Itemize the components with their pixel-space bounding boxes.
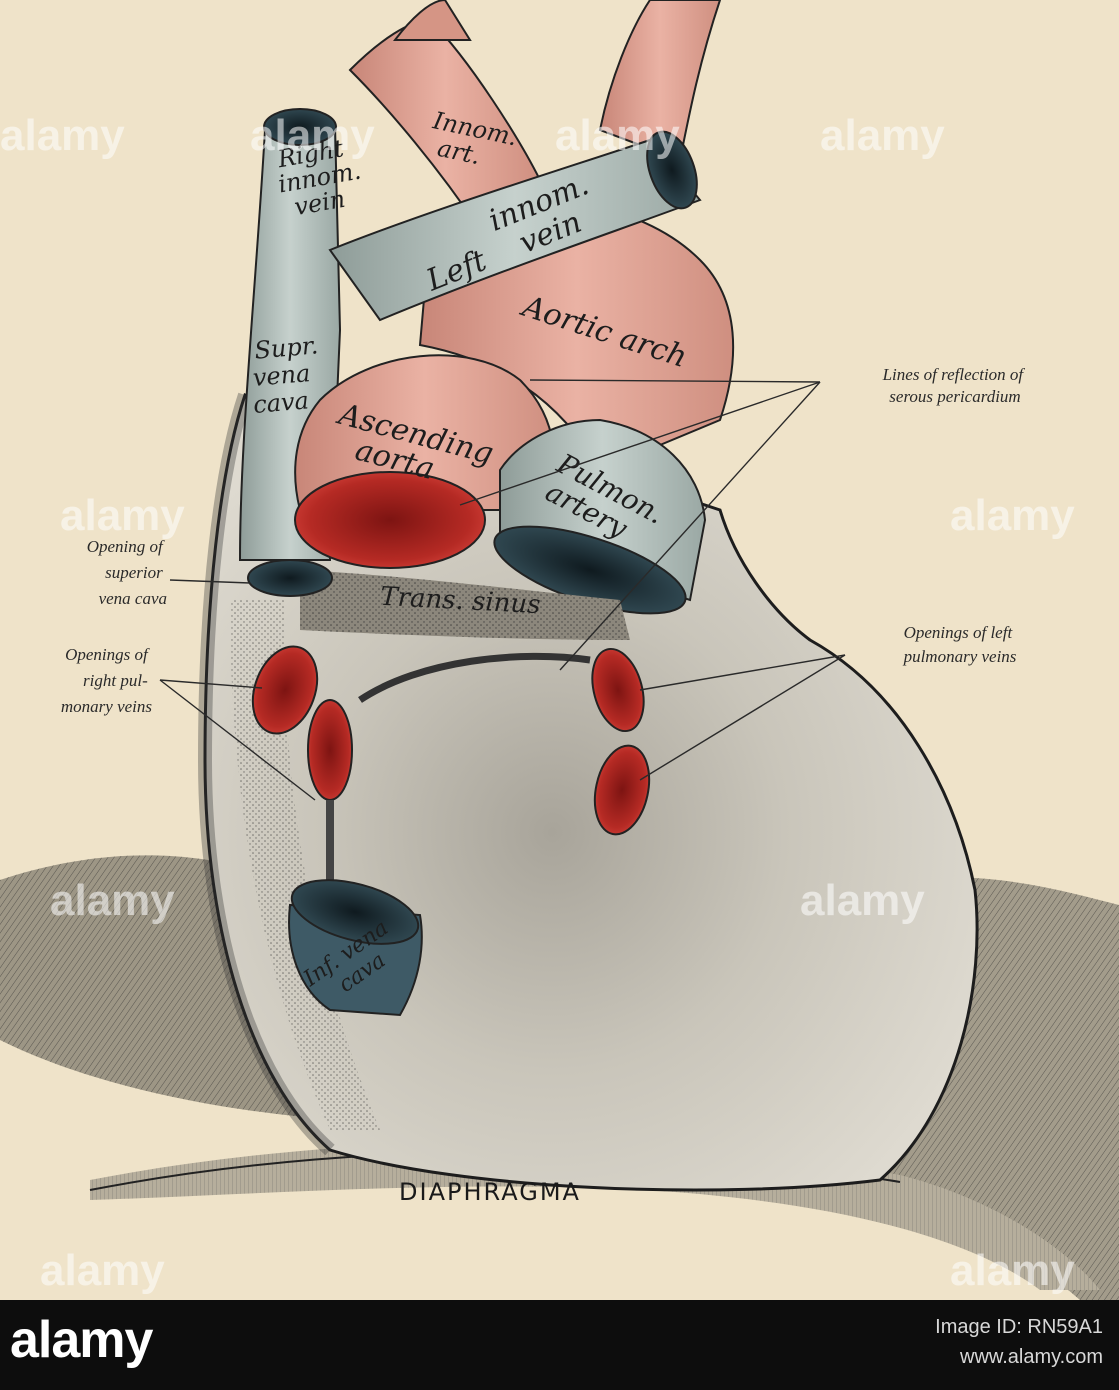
watermark-text: alamy	[950, 491, 1075, 540]
watermark-text: alamy	[0, 111, 125, 160]
label-openings-left-pul: Openings of left pulmonary veins	[903, 623, 1017, 666]
image-id: Image ID: RN59A1	[935, 1316, 1103, 1338]
innominate-artery	[348, 0, 542, 232]
label-diaphragma: DIAPHRAGMA	[399, 1178, 581, 1206]
site-url[interactable]: www.alamy.com	[960, 1346, 1103, 1368]
watermark-text: alamy	[50, 876, 175, 925]
watermark-overlay: alamy alamy alamy alamy alamy alamy alam…	[0, 111, 1075, 1295]
left-innominate-vein	[328, 130, 702, 322]
opening-superior-vena-cava	[247, 559, 333, 597]
watermark-text: alamy	[800, 876, 925, 925]
label-opening-svc: Opening of superior vena cava	[87, 537, 167, 608]
watermark-text: alamy	[555, 111, 680, 160]
watermark-text: alamy	[820, 111, 945, 160]
label-lines-of-reflection: Lines of reflection of serous pericardiu…	[882, 365, 1028, 406]
pulmonary-artery	[493, 418, 707, 615]
left-pulmonary-vein-openings	[358, 647, 651, 836]
anatomy-plate: Innom. art. Right innom. vein Left innom…	[0, 0, 1119, 1300]
inferior-vena-cava	[288, 879, 423, 1017]
watermark-text: alamy	[40, 1246, 165, 1295]
footer-meta: Image ID: RN59A1 www.alamy.com	[935, 1312, 1103, 1372]
left-subclavian-artery	[598, 0, 722, 162]
watermark-text: alamy	[250, 111, 375, 160]
leader-lines	[159, 379, 846, 801]
watermark-text: alamy	[950, 1246, 1075, 1295]
footer-logo: alamy	[10, 1311, 153, 1369]
watermark-text: alamy	[60, 491, 185, 540]
footer-bar: alamy Image ID: RN59A1 www.alamy.com	[0, 1300, 1119, 1390]
label-openings-right-pul: Openings of right pul- monary veins	[61, 645, 153, 716]
right-pulmonary-vein-openings	[251, 645, 353, 880]
label-supr-vena-cava: Supr. vena cava	[247, 331, 331, 419]
transverse-sinus	[300, 570, 630, 640]
ascending-aorta	[294, 354, 556, 569]
